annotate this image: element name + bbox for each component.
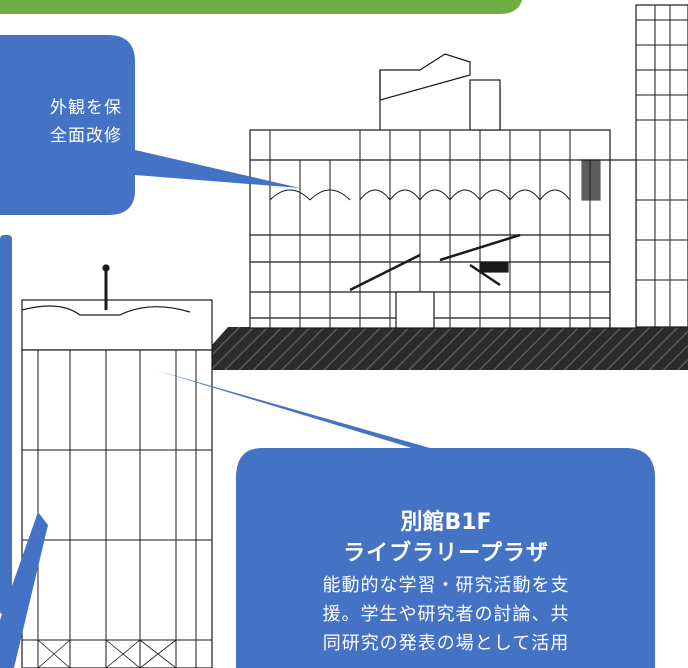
- callout-body-line: 援。学生や研究者の討論、共: [322, 604, 570, 625]
- callout-top-left-shape: [0, 35, 300, 215]
- callout-subtitle: ライブラリープラザ: [343, 541, 549, 566]
- annex-section: [21, 264, 213, 668]
- callout-top-left-line1: 外観を保: [50, 98, 122, 118]
- callout-bottom-right-shape: [155, 370, 655, 668]
- callout-left-bar: [0, 235, 48, 668]
- main-building-section: [249, 4, 688, 329]
- callout-body-line: 同研究の発表の場として活用: [322, 633, 570, 654]
- top-banner: [0, 0, 522, 14]
- callout-title: 別館B1F: [400, 510, 492, 535]
- callout-body-line: 能動的な学習・研究活動を支: [322, 575, 570, 596]
- ground-section: [200, 327, 688, 370]
- callout-top-left-line2: 全面改修: [50, 126, 122, 146]
